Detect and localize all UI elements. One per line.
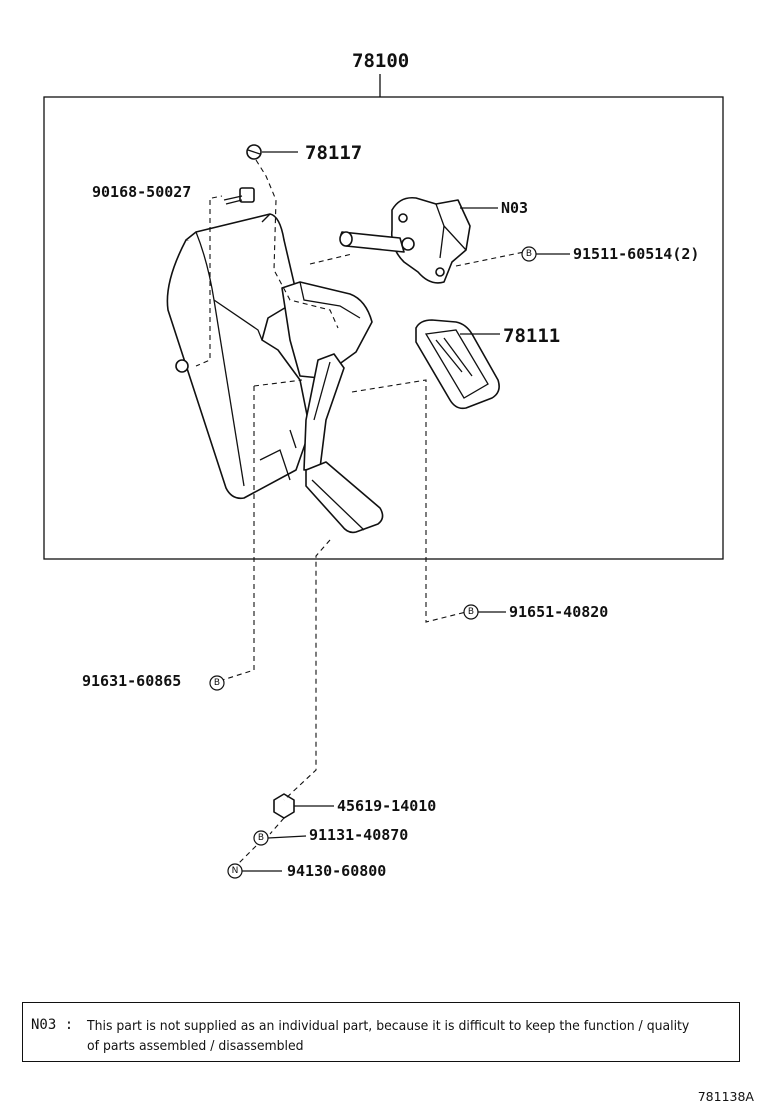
part-label-91651-40820[interactable]: 91651-40820	[509, 603, 608, 621]
assembly-dashed-lines	[195, 159, 525, 867]
part-label-91131-40870[interactable]: 91131-40870	[309, 826, 408, 844]
bolt-90168-drawing	[223, 187, 255, 205]
pedal-bracket-drawing	[166, 213, 384, 534]
svg-text:B: B	[526, 249, 532, 259]
sensor-n03-drawing	[339, 196, 471, 284]
badge-b-91631: B	[209, 675, 225, 691]
nut-45619-drawing	[273, 793, 295, 819]
note-text: This part is not supplied as an individu…	[87, 1019, 690, 1054]
part-label-91511-60514[interactable]: 91511-60514(2)	[573, 245, 699, 263]
note-code: N03 :	[31, 1017, 74, 1033]
part-label-45619-14010[interactable]: 45619-14010	[337, 797, 436, 815]
badge-n-94130: N	[227, 863, 243, 879]
svg-text:B: B	[214, 678, 220, 688]
badge-b-91511: B	[521, 246, 537, 262]
pedal-pad-78111-drawing	[415, 319, 500, 410]
svg-text:B: B	[258, 833, 264, 843]
diagram-id: 781138A	[697, 1089, 754, 1104]
screw-78117-drawing	[246, 144, 262, 160]
svg-text:B: B	[468, 607, 474, 617]
part-label-91631-60865[interactable]: 91631-60865	[82, 672, 181, 690]
badge-b-91651: B	[463, 604, 479, 620]
part-label-n03[interactable]: N03	[501, 199, 528, 217]
assembly-frame	[43, 96, 724, 560]
part-label-78111[interactable]: 78111	[503, 325, 560, 347]
badge-b-91131: B	[253, 830, 269, 846]
svg-text:N: N	[232, 866, 239, 876]
part-label-90168-50027[interactable]: 90168-50027	[92, 183, 191, 201]
part-label-94130-60800[interactable]: 94130-60800	[287, 862, 386, 880]
note-box: N03 : This part is not supplied as an in…	[22, 1002, 740, 1062]
part-label-78117[interactable]: 78117	[305, 142, 362, 164]
leader-lines	[242, 151, 570, 872]
assembly-number-label[interactable]: 78100	[352, 50, 409, 72]
